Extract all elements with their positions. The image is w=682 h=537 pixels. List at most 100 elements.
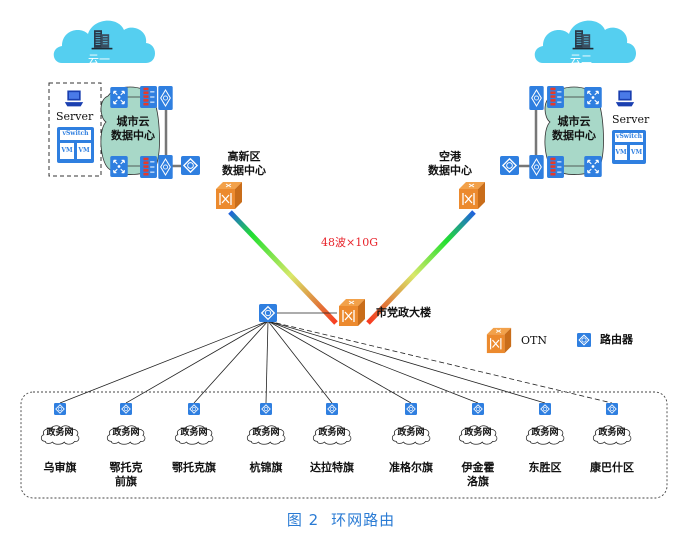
branch-link [267,320,613,404]
branch-link [59,320,269,404]
cloud-one [53,20,155,63]
switch-icon [584,87,602,108]
router-icon [158,155,173,179]
branch-name-label: 杭锦旗 [236,461,296,475]
right-vswitch-label: vSwitch [615,133,643,140]
otn-gaoxin-icon [215,181,243,210]
left-server-label: Server [56,110,94,123]
gov-net-label: 政务网 [397,428,425,438]
figure-caption: 图 2 环网路由 [0,509,682,530]
cloud-two-label: 云二 [570,53,592,66]
gov-net-label: 政务网 [464,428,492,438]
ring-link-right [366,210,476,325]
computer-icon [615,90,635,107]
branch-name-label: 鄂托克前旗 [96,461,156,489]
right-city-cloud-dc [500,86,646,179]
legend-router-icon [577,333,591,347]
branch-router-icon [472,403,484,415]
branch-link [267,320,412,404]
firewall-icon [547,86,564,108]
otn-konggang-label-line2: 数据中心 [428,163,472,177]
gov-net-label: 政务网 [318,428,346,438]
branch-name-line1: 东胜区 [528,461,562,474]
gov-net-label: 政务网 [46,428,74,438]
branch-name-label: 伊金霍洛旗 [448,461,508,489]
left-city-cloud-dc [48,82,200,179]
legend-otn-label: OTN [521,334,547,347]
switch-icon [110,156,128,177]
cloud-two [534,20,636,63]
otn-shidang-icon [338,298,366,327]
router-icon [158,86,173,110]
firewall-icon [140,156,157,178]
branch-link [125,320,269,404]
firewall-icon [547,156,564,178]
branch-link [193,320,269,404]
left-vm-label: VM [78,147,90,154]
switch-icon [584,156,602,177]
ring-link-left [228,210,338,325]
switch-icon [110,87,128,108]
branch-router-icon [188,403,200,415]
branch-name-line2: 洛旗 [467,474,489,488]
branch-name-label: 乌审旗 [30,461,90,475]
branch-links [59,320,613,404]
branch-name-line1: 杭锦旗 [249,461,283,474]
branch-router-icon [539,403,551,415]
legend-router-label: 路由器 [600,333,633,346]
legend-otn-icon [486,327,512,354]
left-vswitch-label: vSwitch [62,130,89,137]
right-dc-label-line2: 数据中心 [552,128,596,142]
branch-router-icon [120,403,132,415]
figure-title: 环网路由 [331,511,396,529]
branch-name-line1: 达拉特旗 [310,461,354,474]
server-dashed-box [48,82,102,177]
branch-name-line1: 准格尔旗 [389,461,433,474]
otn-gaoxin-label-line1: 高新区 [227,150,261,163]
figure-number: 图 2 [286,511,320,529]
otn-ring [228,194,476,325]
gov-net-label: 政务网 [252,428,280,438]
gov-net-label: 政务网 [598,428,626,438]
ring-capacity-label: 48波×10G [321,236,378,249]
right-server-label: Server [612,113,650,126]
branch-name-label: 达拉特旗 [302,461,362,475]
branch-name-label: 东胜区 [515,461,575,475]
hub-router-icon [259,304,277,322]
gov-net-label: 政务网 [531,428,559,438]
cloud-one-label: 云一 [88,53,110,66]
branch-name-line1: 伊金霍 [461,461,495,474]
branch-link [267,320,546,404]
branch-router-icon [54,403,66,415]
left-dc-label-line2: 数据中心 [111,128,155,142]
branch-link [267,320,479,404]
branch-router-icon [405,403,417,415]
branch-name-line1: 鄂托克旗 [172,461,216,474]
otn-gaoxin-label: 高新区 数据中心 [221,150,267,178]
branch-region-border [20,391,668,499]
otn-konggang-label-line1: 空港 [439,150,461,163]
router-icon [529,86,544,110]
branch-link [267,320,333,404]
right-vm-label: VM [630,149,643,156]
left-dc-label: 城市云 数据中心 [110,115,156,143]
branch-router-icon [326,403,338,415]
gov-net-label: 政务网 [112,428,140,438]
branch-name-label: 准格尔旗 [381,461,441,475]
otn-konggang-label: 空港 数据中心 [427,150,473,178]
router-icon [500,156,519,175]
branch-name-line2: 前旗 [115,474,137,488]
branch-router-icon [606,403,618,415]
branch-router-icon [260,403,272,415]
otn-gaoxin-label-line2: 数据中心 [222,163,266,177]
right-dc-label-line1: 城市云 [557,115,591,128]
branch-link [265,320,269,404]
gov-net-label: 政务网 [180,428,208,438]
branch-name-line1: 康巴什区 [590,461,634,474]
branch-name-label: 康巴什区 [582,461,642,475]
right-vm-label: VM [615,149,627,156]
left-dc-label-line1: 城市云 [116,115,150,128]
branch-name-line1: 乌审旗 [43,461,77,474]
router-icon [181,156,200,175]
